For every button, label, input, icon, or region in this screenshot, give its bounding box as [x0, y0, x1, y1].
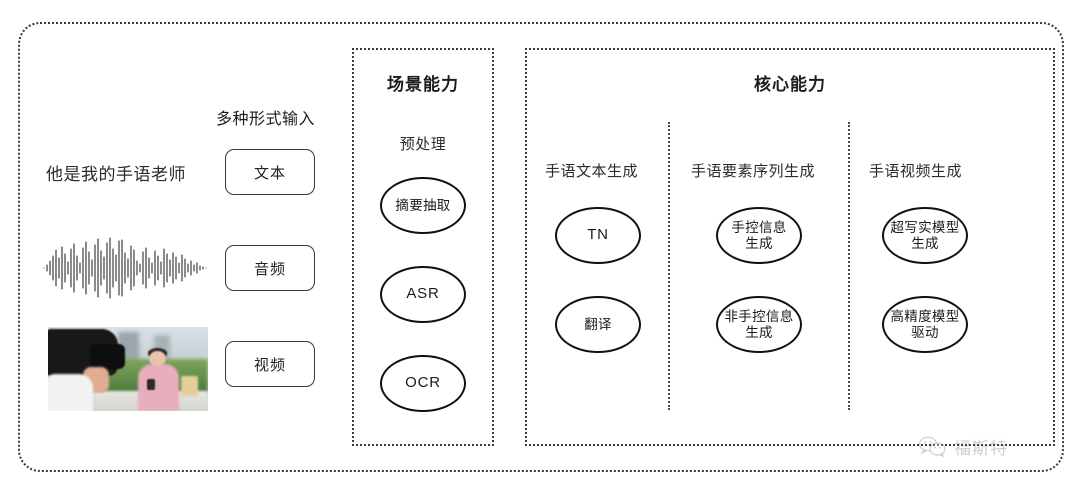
- audio-waveform-icon: [43, 237, 207, 299]
- node-asr[interactable]: ASR: [380, 266, 466, 323]
- video-thumbnail: [48, 327, 208, 411]
- input-chip-audio-label: 音频: [253, 260, 286, 278]
- node-translation-line1: 翻译: [584, 316, 612, 332]
- node-photorealistic-model-generation[interactable]: 超写实模型 生成: [882, 207, 968, 264]
- node-non-manual-feature-generation[interactable]: 非手控信息 生成: [716, 296, 802, 353]
- core-column-divider-1: [668, 122, 670, 410]
- node-tn-line1: TN: [587, 226, 609, 244]
- node-photorealistic-model-generation-line1: 超写实模型: [890, 220, 960, 236]
- core-capability-title: 核心能力: [754, 75, 826, 94]
- node-summary-extraction-line1: 摘要抽取: [395, 197, 451, 213]
- scene-capability-panel: [352, 48, 494, 446]
- thumb-microphone: [147, 379, 156, 390]
- thumb-reporter-head: [148, 350, 167, 367]
- node-tn[interactable]: TN: [555, 207, 641, 264]
- sample-text-input: 他是我的手语老师: [46, 165, 186, 184]
- thumb-camera-lens: [89, 343, 125, 369]
- node-manual-feature-generation-line1: 手控信息: [731, 220, 787, 236]
- core-column-label-sign-video-generation: 手语视频生成: [869, 163, 963, 180]
- node-translation[interactable]: 翻译: [555, 296, 641, 353]
- input-chip-text-label: 文本: [253, 164, 286, 182]
- node-non-manual-feature-generation-line2: 生成: [745, 324, 773, 340]
- node-high-precision-model-driving-line2: 驱动: [911, 324, 939, 340]
- input-chip-video[interactable]: 视频: [225, 341, 315, 387]
- node-manual-feature-generation-line2: 生成: [745, 235, 773, 251]
- thumb-operator-shirt: [48, 374, 93, 411]
- node-high-precision-model-driving-line1: 高精度模型: [890, 309, 960, 325]
- core-capability-panel: [525, 48, 1055, 446]
- core-column-label-sign-text-generation: 手语文本生成: [545, 163, 639, 180]
- watermark: 福斯特: [918, 434, 1008, 459]
- wechat-icon: [919, 436, 946, 457]
- thumb-reporter-body: [137, 363, 180, 411]
- input-chip-video-label: 视频: [253, 356, 286, 374]
- multimodal-input-label: 多种形式输入: [216, 111, 316, 128]
- scene-preprocessing-label: 预处理: [399, 136, 447, 153]
- node-non-manual-feature-generation-line1: 非手控信息: [724, 309, 794, 325]
- thumb-paper: [180, 375, 199, 396]
- node-summary-extraction[interactable]: 摘要抽取: [380, 177, 466, 234]
- core-column-divider-2: [848, 122, 850, 410]
- node-high-precision-model-driving[interactable]: 高精度模型 驱动: [882, 296, 968, 353]
- node-ocr[interactable]: OCR: [380, 355, 466, 412]
- node-ocr-line1: OCR: [405, 374, 441, 392]
- input-chip-text[interactable]: 文本: [225, 149, 315, 195]
- outer-frame: [18, 22, 1064, 472]
- watermark-text: 福斯特: [954, 439, 1008, 458]
- core-column-label-sign-element-sequence-generation: 手语要素序列生成: [691, 163, 816, 180]
- node-manual-feature-generation[interactable]: 手控信息 生成: [716, 207, 802, 264]
- input-chip-audio[interactable]: 音频: [225, 245, 315, 291]
- node-photorealistic-model-generation-line2: 生成: [911, 235, 939, 251]
- scene-capability-title: 场景能力: [387, 75, 459, 94]
- node-asr-line1: ASR: [406, 285, 440, 303]
